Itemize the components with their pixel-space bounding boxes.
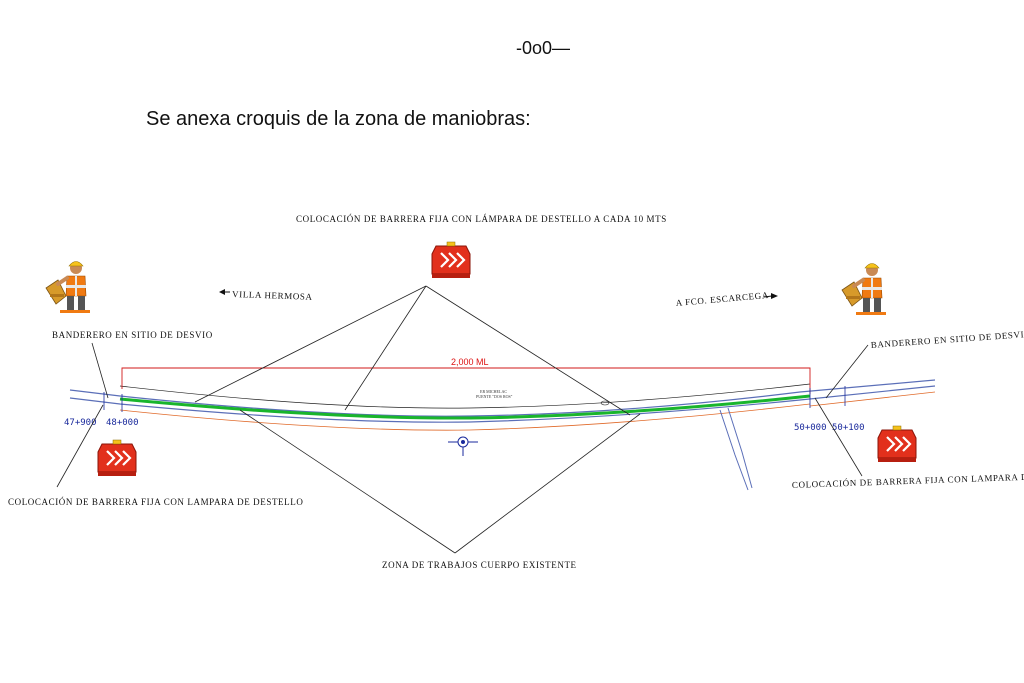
direction-right-label: A FCO. ESCARCEGA <box>675 290 769 308</box>
station-47-900: 47+900 <box>64 418 97 428</box>
leader-lines <box>56 285 869 554</box>
work-zone-line <box>119 394 811 420</box>
station-50-000: 50+000 <box>794 423 827 433</box>
direction-left-label: VILLA HERMOSA <box>232 289 313 302</box>
work-zone-label: ZONA DE TRABAJOS CUERPO EXISTENTE <box>382 560 577 570</box>
benchmark-marker-icon <box>448 436 478 456</box>
arrow-left-icon <box>219 289 225 295</box>
direction-escarcega: A FCO. ESCARCEGA <box>675 290 778 308</box>
intro-paragraph: Se anexa croquis de la zona de maniobras… <box>146 108 531 130</box>
bridge-label-line2: PUENTE "DOS ROS" <box>476 394 513 399</box>
arrow-right-icon <box>771 293 778 299</box>
barrier-right-label: COLOCACIÓN DE BARRERA FIJA CON LAMPARA D… <box>792 470 1024 490</box>
barrier-top-label: COLOCACIÓN DE BARRERA FIJA CON LÁMPARA D… <box>296 214 667 224</box>
flagger-worker-icon <box>840 261 888 317</box>
flagger-left-label: BANDERERO EN SITIO DE DESVIO <box>52 330 213 340</box>
flagger-worker-icon <box>44 259 92 315</box>
station-ticks <box>103 386 846 412</box>
section-separator: -0o0— <box>515 38 571 58</box>
distance-label: 2,000 ML <box>451 357 489 367</box>
traffic-barrier-icon <box>876 424 918 464</box>
road-alignment <box>69 379 936 491</box>
station-48-000: 48+000 <box>106 418 139 428</box>
flagger-right-label: BANDERERO EN SITIO DE DESVIO <box>870 329 1024 350</box>
traffic-barrier-icon <box>96 438 138 478</box>
bridge-label-line1: ER MICHELAC <box>480 389 507 394</box>
direction-villahermosa: VILLA HERMOSA <box>219 289 313 302</box>
barrier-left-label: COLOCACIÓN DE BARRERA FIJA CON LAMPARA D… <box>8 497 303 507</box>
station-50-100: 50+100 <box>832 423 865 433</box>
traffic-barrier-icon <box>430 240 472 280</box>
distance-dimension: 2,000 ML <box>121 357 811 394</box>
